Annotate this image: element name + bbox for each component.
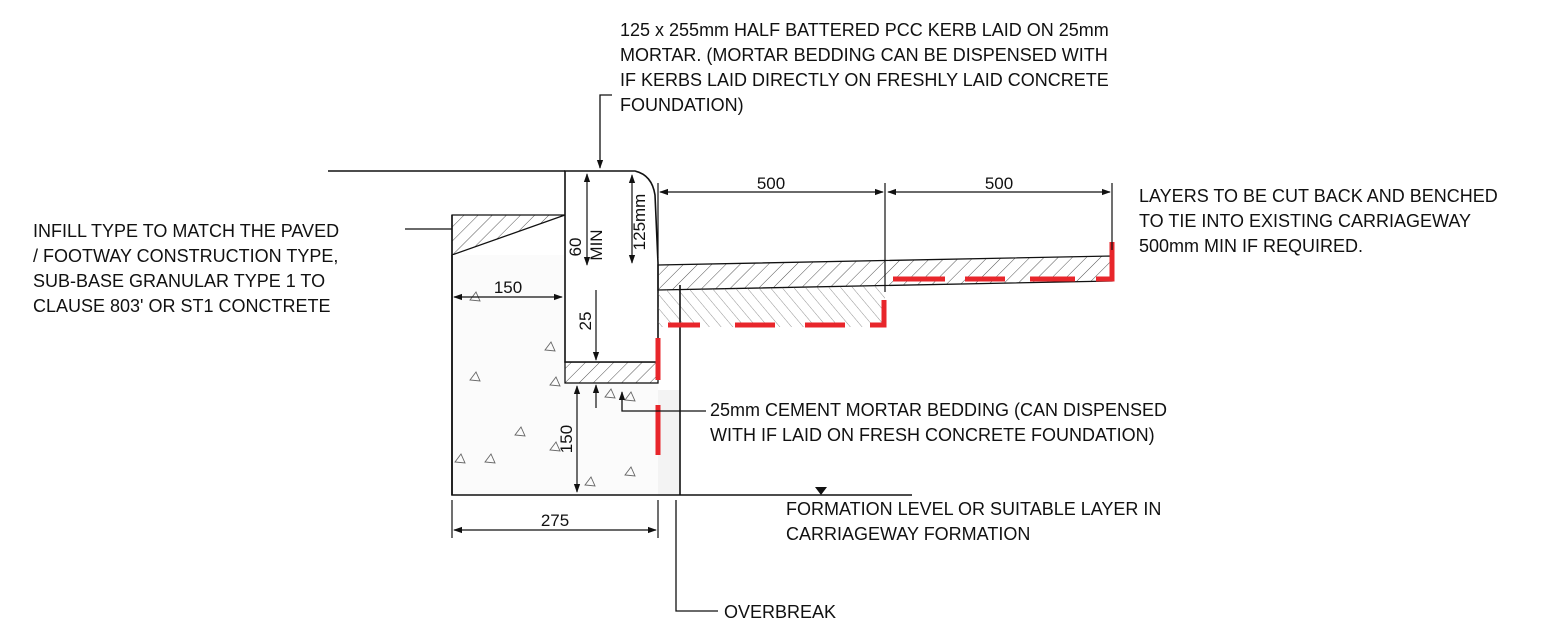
dim-bench-1: 500 bbox=[757, 174, 785, 193]
overbreak-zone bbox=[658, 390, 680, 495]
dim-foundation-width: 275 bbox=[541, 511, 569, 530]
dim-min-60: 60 bbox=[566, 238, 585, 257]
dim-foundation-depth: 150 bbox=[557, 425, 576, 453]
binder-course bbox=[658, 286, 885, 327]
cut-back-line bbox=[655, 242, 1115, 455]
dim-bench-2: 500 bbox=[985, 174, 1013, 193]
mortar-note: 25mm CEMENT MORTAR BEDDING (CAN DISPENSE… bbox=[710, 400, 1168, 445]
overbreak-note: OVERBREAK bbox=[724, 602, 837, 622]
dim-kerb-height: 125mm bbox=[630, 194, 649, 251]
leader-lines bbox=[405, 94, 718, 612]
mortar-bedding bbox=[564, 361, 659, 384]
dimension-lines bbox=[451, 173, 1113, 538]
infill-wedge bbox=[451, 214, 566, 256]
formation-marker bbox=[815, 487, 827, 495]
dim-min-label: MIN bbox=[587, 229, 606, 260]
kerb-note: 125 x 255mm HALF BATTERED PCC KERB LAID … bbox=[620, 20, 1109, 115]
dim-bedding: 25 bbox=[576, 312, 595, 331]
dim-infill-width: 150 bbox=[494, 278, 522, 297]
infill-note: INFILL TYPE TO MATCH THE PAVED/ FOOTWAY … bbox=[33, 221, 340, 316]
